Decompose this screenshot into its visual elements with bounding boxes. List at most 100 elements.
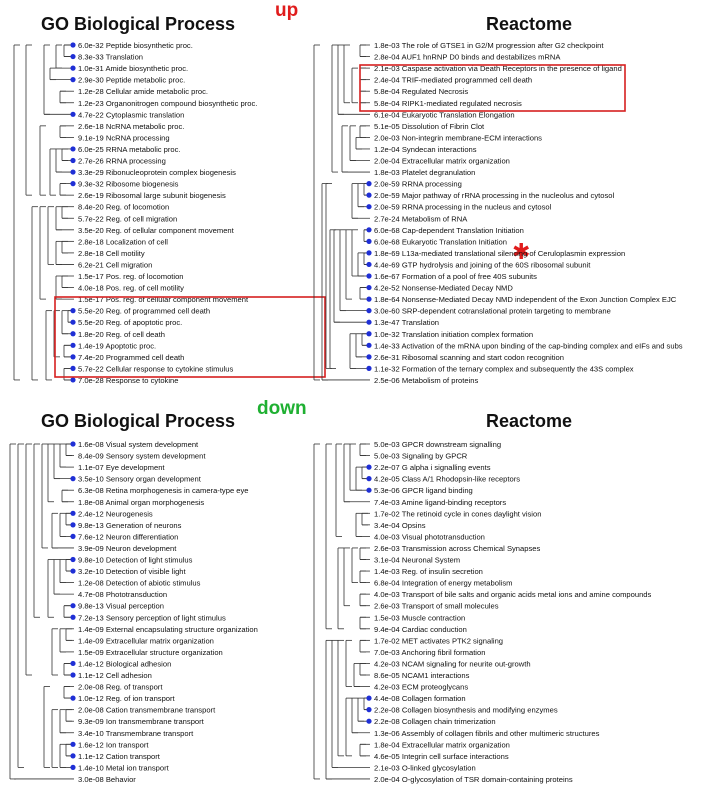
up-reactome-node-dot [366, 238, 372, 244]
up-reactome-title: Reactome [486, 14, 573, 34]
down-reactome-term-label: 2.2e-08 Collagen biosynthesis and modify… [374, 706, 558, 715]
down-go-term-label: 1.1e-12 Cell adhesion [78, 671, 152, 680]
up-reactome-dendrogram: 1.8e-03 The role of GTSE1 in G2/M progre… [313, 41, 683, 385]
up-reactome-term-label: 2.5e-06 Metabolism of proteins [374, 376, 478, 385]
down-reactome-term-label: 1.5e-03 Muscle contraction [374, 613, 465, 622]
down-go-term-label: 1.1e-07 Eye development [78, 463, 165, 472]
down-go-node-dot [70, 753, 76, 759]
down-reactome-term-label: 2.0e-04 O-glycosylation of TSR domain-co… [374, 775, 573, 784]
up-go-node-dot [70, 42, 76, 48]
down-go-term-label: 1.6e-08 Visual system development [78, 440, 199, 449]
up-reactome-term-label: 4.4e-69 GTP hydrolysis and joining of th… [374, 260, 591, 269]
down-reactome-term-label: 4.2e-03 NCAM signaling for neurite out-g… [374, 659, 531, 668]
up-reactome-node-dot [366, 284, 372, 291]
down-reactome-term-label: 1.8e-04 Extracellular matrix organizatio… [374, 740, 510, 749]
highlight-star-icon: ✱ [512, 240, 531, 265]
up-reactome-node-dot [366, 354, 372, 360]
up-reactome-node-dot [366, 192, 372, 198]
up-reactome-node-dot [366, 204, 372, 210]
up-go-title: GO Biological Process [41, 14, 236, 34]
down-go-term-label: 2.0e-08 Reg. of transport [78, 683, 163, 692]
down-reactome-node-dot [366, 718, 372, 724]
down-reactome-term-label: 5.0e-03 GPCR downstream signalling [374, 440, 501, 449]
down-go-term-label: 4.7e-08 Phototransduction [78, 590, 167, 599]
up-reactome-term-label: 1.8e-69 L13a-mediated translational sile… [374, 249, 625, 258]
up-reactome-term-label: 6.1e-04 Eukaryotic Translation Elongatio… [374, 110, 515, 119]
down-go-term-label: 1.6e-12 Ion transport [78, 740, 149, 749]
up-reactome-node-dot [366, 365, 372, 371]
down-go-node-dot [70, 441, 76, 447]
down-reactome-node-dot [366, 695, 372, 701]
up-go-node-dot [70, 308, 76, 314]
down-reactome-term-label: 4.2e-05 Class A/1 Rhodopsin-like recepto… [374, 475, 520, 484]
up-go-term-label: 5.5e-20 Reg. of apoptotic proc. [78, 318, 182, 327]
up-reactome-term-label: 1.8e-64 Nonsense-Mediated Decay NMD inde… [374, 295, 677, 304]
up-reactome-term-label: 2.0e-59 RRNA processing [374, 180, 462, 189]
down-go-node-dot [70, 672, 76, 678]
up-reactome-node-dot [366, 250, 372, 256]
up-go-term-label: 4.0e-18 Pos. reg. of cell motility [78, 284, 184, 293]
up-go-term-label: 5.5e-20 Reg. of programmed cell death [78, 307, 210, 316]
up-go-node-dot [70, 365, 76, 371]
up-reactome-node-dot [366, 227, 372, 233]
down-go-node-dot [70, 510, 76, 516]
down-go-node-dot [70, 522, 76, 528]
down-reactome-term-label: 7.4e-03 Amine ligand-binding receptors [374, 498, 506, 507]
up-reactome-term-label: 1.0e-32 Translation initiation complex f… [374, 330, 533, 339]
up-reactome-term-label: 2.0e-59 Major pathway of rRNA processing… [374, 191, 614, 200]
down-go-term-label: 9.3e-09 Ion transmembrane transport [78, 717, 205, 726]
down-go-term-label: 6.3e-08 Retina morphogenesis in camera-t… [78, 486, 249, 495]
up-go-node-dot [70, 157, 76, 164]
up-reactome-node-dot [366, 296, 372, 302]
down-reactome-term-label: 4.2e-03 ECM proteoglycans [374, 683, 468, 692]
down-reactome-term-label: 4.6e-05 Integrin cell surface interactio… [374, 752, 509, 761]
up-go-node-dot [70, 181, 76, 187]
down-go-term-label: 3.2e-10 Detection of visible light [78, 567, 187, 576]
up-reactome-term-label: 1.4e-33 Activation of the mRNA upon bind… [374, 341, 683, 350]
down-reactome-term-label: 1.3e-06 Assembly of collagen fibrils and… [374, 729, 600, 738]
down-go-node-dot [70, 556, 76, 563]
up-go-term-label: 6.0e-32 Peptide biosynthetic proc. [78, 41, 193, 50]
down-go-term-label: 3.5e-10 Sensory organ development [78, 475, 202, 484]
up-go-term-label: 9.1e-19 NcRNA processing [78, 133, 170, 142]
up-go-term-label: 1.5e-17 Pos. reg. of locomotion [78, 272, 184, 281]
down-go-node-dot [70, 741, 76, 747]
up-reactome-term-label: 1.8e-03 Platelet degranulation [374, 168, 475, 177]
down-go-term-label: 2.0e-08 Cation transmembrane transport [78, 706, 216, 715]
up-reactome-term-label: 2.6e-31 Ribosomal scanning and start cod… [374, 353, 564, 362]
down-go-term-label: 8.4e-09 Sensory system development [78, 452, 206, 461]
down-reactome-term-label: 9.4e-04 Cardiac conduction [374, 625, 467, 634]
up-go-term-label: 1.0e-31 Amide biosynthetic proc. [78, 64, 188, 73]
down-reactome-term-label: 5.3e-06 GPCR ligand binding [374, 486, 473, 495]
up-reactome-node-dot [366, 331, 372, 337]
down-go-term-label: 7.2e-13 Sensory perception of light stim… [78, 613, 226, 622]
up-go-term-label: 2.8e-18 Cell motility [78, 249, 145, 258]
up-go-term-label: 9.3e-32 Ribosome biogenesis [78, 180, 179, 189]
down-go-term-label: 1.4e-09 External encapsulating structure… [78, 625, 258, 634]
up-reactome-term-label: 1.6e-67 Formation of a pool of free 40S … [374, 272, 537, 281]
down-reactome-term-label: 2.6e-03 Transmission across Chemical Syn… [374, 544, 540, 553]
down-reactome-term-label: 7.0e-03 Anchoring fibril formation [374, 648, 485, 657]
down-reactome-term-label: 1.4e-03 Reg. of insulin secretion [374, 567, 483, 576]
down-go-dendrogram: 1.6e-08 Visual system development 8.4e-09… [9, 440, 258, 784]
down-reactome-title: Reactome [486, 411, 573, 431]
up-go-node-dot [70, 319, 76, 325]
down-go-term-label: 2.4e-12 Neurogenesis [78, 509, 153, 518]
down-go-term-label: 1.5e-09 Extracellular structure organiza… [78, 648, 223, 657]
up-reactome-node-dot [366, 181, 372, 187]
down-go-node-dot [70, 476, 76, 482]
down-reactome-dendrogram: 5.0e-03 GPCR downstream signalling5.0e-0… [313, 440, 652, 784]
down-reactome-node-dot [366, 707, 372, 713]
down-reactome-term-label: 4.0e-03 Visual phototransduction [374, 532, 485, 541]
up-go-dendrogram: 6.0e-32 Peptide biosynthetic proc.8.3e-3… [13, 41, 257, 385]
down-go-term-label: 3.0e-08 Behavior [78, 775, 136, 784]
up-label: up [275, 0, 299, 21]
up-reactome-node-dot [366, 273, 372, 279]
down-go-term-label: 1.4e-12 Biological adhesion [78, 659, 171, 668]
down-go-term-label: 9.8e-10 Detection of light stimulus [78, 556, 193, 565]
down-reactome-term-label: 2.2e-07 G alpha i signalling events [374, 463, 491, 472]
up-go-node-dot [70, 65, 76, 71]
up-go-term-label: 1.2e-23 Organonitrogen compound biosynth… [78, 99, 257, 108]
up-go-term-label: 1.4e-19 Apoptotic proc. [78, 341, 156, 350]
